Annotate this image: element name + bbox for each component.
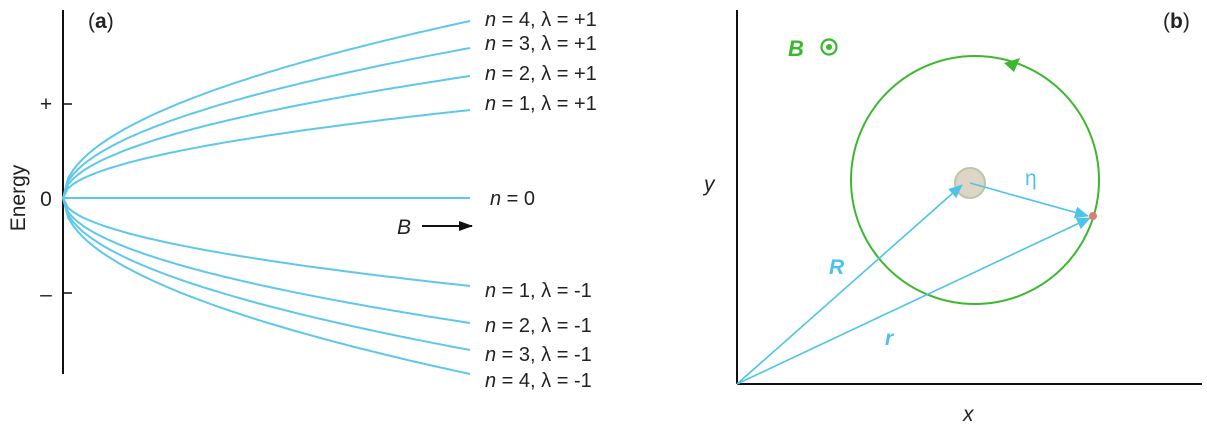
y-axis-label: y [702, 173, 716, 196]
panel-a-label: (a) [88, 10, 114, 33]
vector-eta-label: η [1025, 167, 1037, 190]
field-out-of-page-icon [820, 38, 838, 56]
vector-r-label: r [885, 327, 895, 350]
level-label: n = 3, λ = -1 [485, 344, 592, 366]
vector-r-arrow [736, 217, 1091, 385]
level-curve [62, 197, 471, 287]
level-curve [62, 197, 471, 351]
panel-b-label: (b) [1163, 10, 1190, 33]
level-label: n = 3, λ = +1 [485, 33, 597, 55]
x-axis-label: x [962, 403, 975, 426]
tick-minus: – [40, 283, 52, 306]
level-curve [62, 20, 471, 199]
tick-plus: + [40, 93, 52, 116]
energy-axis-label: Energy [7, 164, 30, 231]
level-curve [62, 197, 471, 324]
level-label: n = 4, λ = -1 [485, 370, 592, 392]
level-label: n = 4, λ = +1 [485, 9, 597, 31]
level-label: n = 2, λ = -1 [485, 315, 592, 337]
level-label: n = 2, λ = +1 [485, 63, 597, 85]
level-curve [62, 197, 471, 375]
level-curve [62, 109, 471, 199]
vector-eta-arrow [969, 182, 1089, 219]
level-curve [62, 47, 471, 199]
particle-point [1089, 212, 1097, 220]
level-label: n = 1, λ = +1 [485, 93, 597, 115]
vector-R-label: R [829, 256, 845, 279]
cyclotron-orbit-circle [850, 55, 1100, 305]
panel-a-energy-levels: + 0 – Energy (a) n = 4, λ = +1n = 3, λ =… [7, 9, 597, 392]
vector-R-arrow [736, 184, 963, 385]
level-curve [62, 75, 471, 199]
tick-zero: 0 [40, 188, 52, 211]
level-label: n = 0 [490, 188, 535, 210]
orbit-direction-arrow [1004, 58, 1020, 72]
landau-level-curves [62, 20, 471, 375]
panel-b-cyclotron-orbit: y x (b) B R r η [702, 10, 1202, 426]
landau-level-labels: n = 4, λ = +1n = 3, λ = +1 n = 2, λ = +1 n… [485, 9, 597, 392]
b-field-label-b: B [788, 36, 804, 61]
level-label: n = 1, λ = -1 [485, 280, 592, 302]
b-field-label: B [397, 216, 411, 239]
